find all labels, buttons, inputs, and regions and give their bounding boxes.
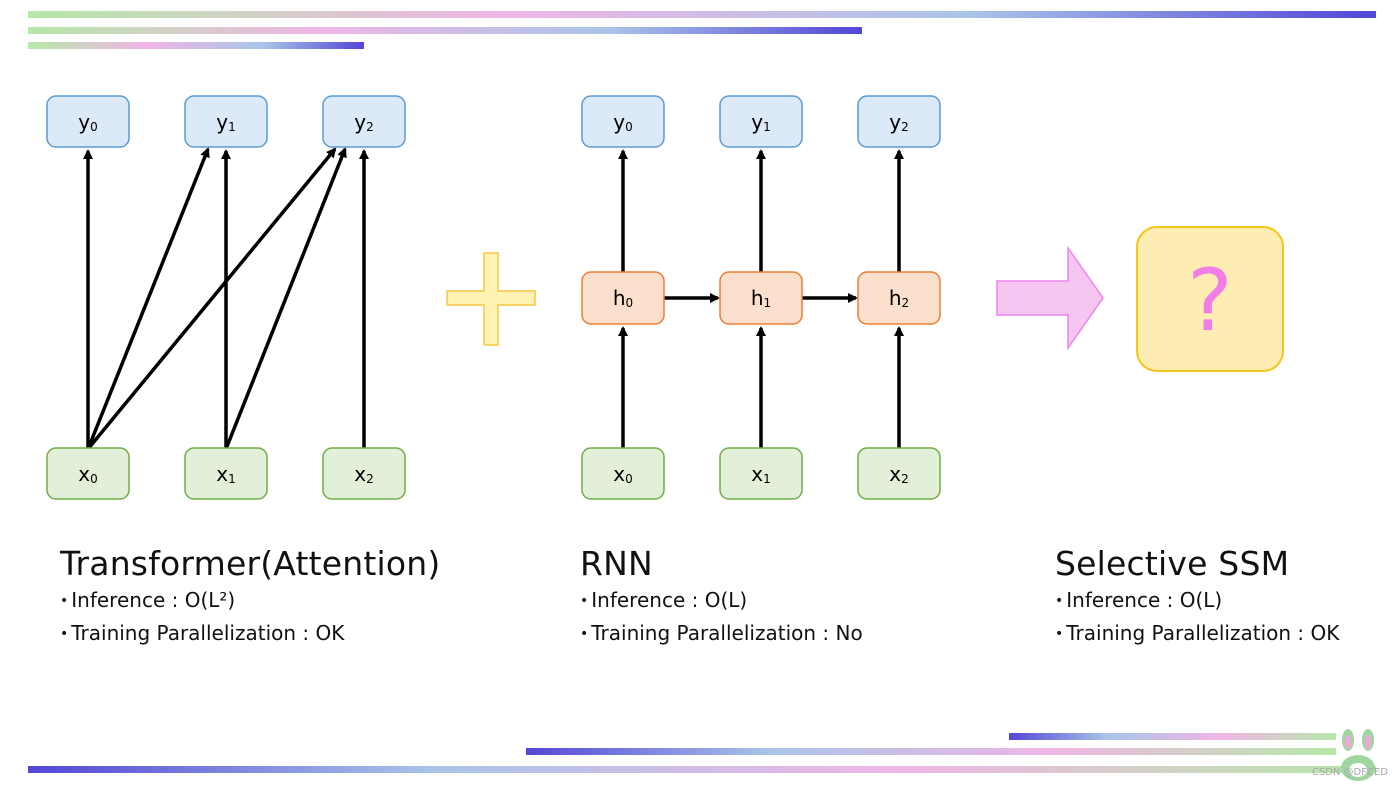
- rnn-inputs: x0 x1 x2: [581, 447, 941, 500]
- svg-text:x1: x1: [216, 462, 235, 486]
- top-bar-3: [28, 42, 364, 49]
- transformer-title: Transformer(Attention): [60, 544, 441, 583]
- top-bar-2: [28, 27, 862, 34]
- svg-text:y1: y1: [216, 110, 235, 134]
- ssm-title: Selective SSM: [1055, 544, 1290, 583]
- rnn-output-node: y0: [581, 95, 665, 148]
- transformer-output-node: y0: [46, 95, 130, 148]
- question-mark-icon: ?: [1187, 251, 1233, 351]
- selective-ssm-result-box: ?: [1136, 226, 1284, 372]
- rnn-hidden-node: h1: [719, 271, 803, 325]
- rnn-section: RNN Inference : O(L) Training Paralleliz…: [580, 544, 863, 650]
- top-bar-1: [28, 11, 1376, 18]
- svg-text:y2: y2: [889, 110, 908, 134]
- bottom-bar-1: [1009, 733, 1336, 740]
- svg-text:x1: x1: [751, 462, 770, 486]
- edge-x1-y2: [224, 147, 347, 450]
- edge-x0-y1: [86, 147, 210, 450]
- rnn-edges: [618, 149, 904, 449]
- ssm-training-bullet: Training Parallelization : OK: [1055, 617, 1339, 650]
- svg-text:y0: y0: [78, 110, 97, 134]
- transformer-section: Transformer(Attention) Inference : O(L²)…: [60, 544, 440, 650]
- plus-icon: [446, 252, 536, 346]
- svg-text:x0: x0: [613, 462, 632, 486]
- rnn-output-node: y1: [719, 95, 803, 148]
- rnn-hidden: h0 h1 h2: [581, 271, 941, 325]
- transformer-training-bullet: Training Parallelization : OK: [60, 617, 440, 650]
- transformer-output-node: y2: [322, 95, 406, 148]
- svg-text:x0: x0: [78, 462, 97, 486]
- rnn-input-node: x1: [719, 447, 803, 500]
- svg-text:y0: y0: [613, 110, 632, 134]
- svg-text:h1: h1: [751, 286, 771, 310]
- transformer-inputs: x0 x1 x2: [46, 447, 406, 500]
- svg-text:x2: x2: [889, 462, 908, 486]
- rnn-title: RNN: [580, 544, 653, 583]
- rabbit-mascot-icon: [1341, 729, 1375, 781]
- svg-text:y1: y1: [751, 110, 770, 134]
- watermark: CSDN @DFCED: [1311, 767, 1388, 778]
- transformer-input-node: x2: [322, 447, 406, 500]
- rnn-hidden-node: h0: [581, 271, 665, 325]
- rnn-input-node: x0: [581, 447, 665, 500]
- svg-text:y2: y2: [354, 110, 373, 134]
- rnn-input-node: x2: [857, 447, 941, 500]
- transformer-input-node: x0: [46, 447, 130, 500]
- rnn-training-bullet: Training Parallelization : No: [580, 617, 862, 650]
- ssm-inference-bullet: Inference : O(L): [1055, 584, 1339, 617]
- rnn-outputs: y0 y1 y2: [581, 95, 941, 148]
- transformer-inference-bullet: Inference : O(L²): [60, 584, 440, 617]
- rnn-inference-bullet: Inference : O(L): [580, 584, 863, 617]
- rnn-hidden-node: h2: [857, 271, 941, 325]
- bottom-bar-2: [526, 748, 1336, 755]
- transformer-outputs: y0 y1 y2: [46, 95, 406, 148]
- transformer-edges: [83, 147, 369, 451]
- rnn-output-node: y2: [857, 95, 941, 148]
- transformer-output-node: y1: [184, 95, 268, 148]
- bottom-bar-3: [28, 766, 1376, 773]
- right-arrow-icon: [996, 245, 1104, 351]
- ssm-section: Selective SSM Inference : O(L) Training …: [1055, 544, 1339, 650]
- edge-x0-y2: [86, 147, 337, 451]
- svg-text:h2: h2: [889, 286, 909, 310]
- transformer-input-node: x1: [184, 447, 268, 500]
- svg-text:x2: x2: [354, 462, 373, 486]
- svg-text:h0: h0: [613, 286, 633, 310]
